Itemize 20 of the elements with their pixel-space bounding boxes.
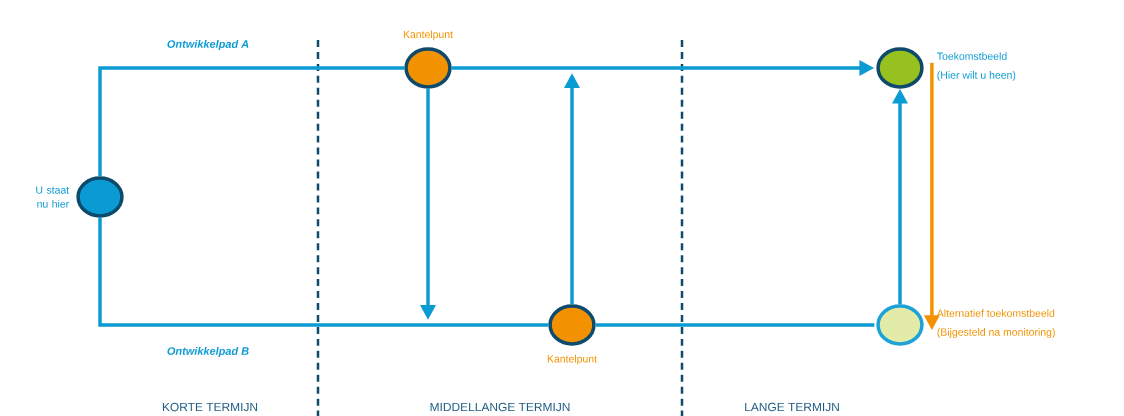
edge-label: Ontwikkelpad B (167, 346, 249, 358)
term-label: MIDDELLANGE TERMIJN (430, 402, 570, 412)
path-line (595, 323, 875, 327)
milestone-circle (876, 304, 924, 346)
term-label: LANGE TERMIJN (745, 402, 839, 412)
milestone-circle (876, 47, 924, 89)
node-caption: Toekomstbeeld (937, 52, 1007, 60)
node-caption: Kantelpunt (403, 30, 453, 41)
node-caption: U staat nu hier (36, 186, 70, 208)
path-line (98, 217, 549, 327)
path-line (98, 66, 405, 177)
term-label: KORTE TERMIJN (162, 402, 258, 412)
milestone-circle (76, 176, 124, 218)
milestone-circle (404, 47, 452, 89)
edge-label: Ontwikkelpad A (167, 39, 249, 51)
node-caption: Alternatief toekomstbeeld (936, 309, 1055, 317)
node-caption: (Bijgesteld na monitoring) (937, 328, 1055, 338)
milestone-circle (548, 304, 596, 346)
node-caption: Kantelpunt (547, 354, 597, 365)
node-caption: (Hier wilt u heen) (937, 71, 1016, 81)
